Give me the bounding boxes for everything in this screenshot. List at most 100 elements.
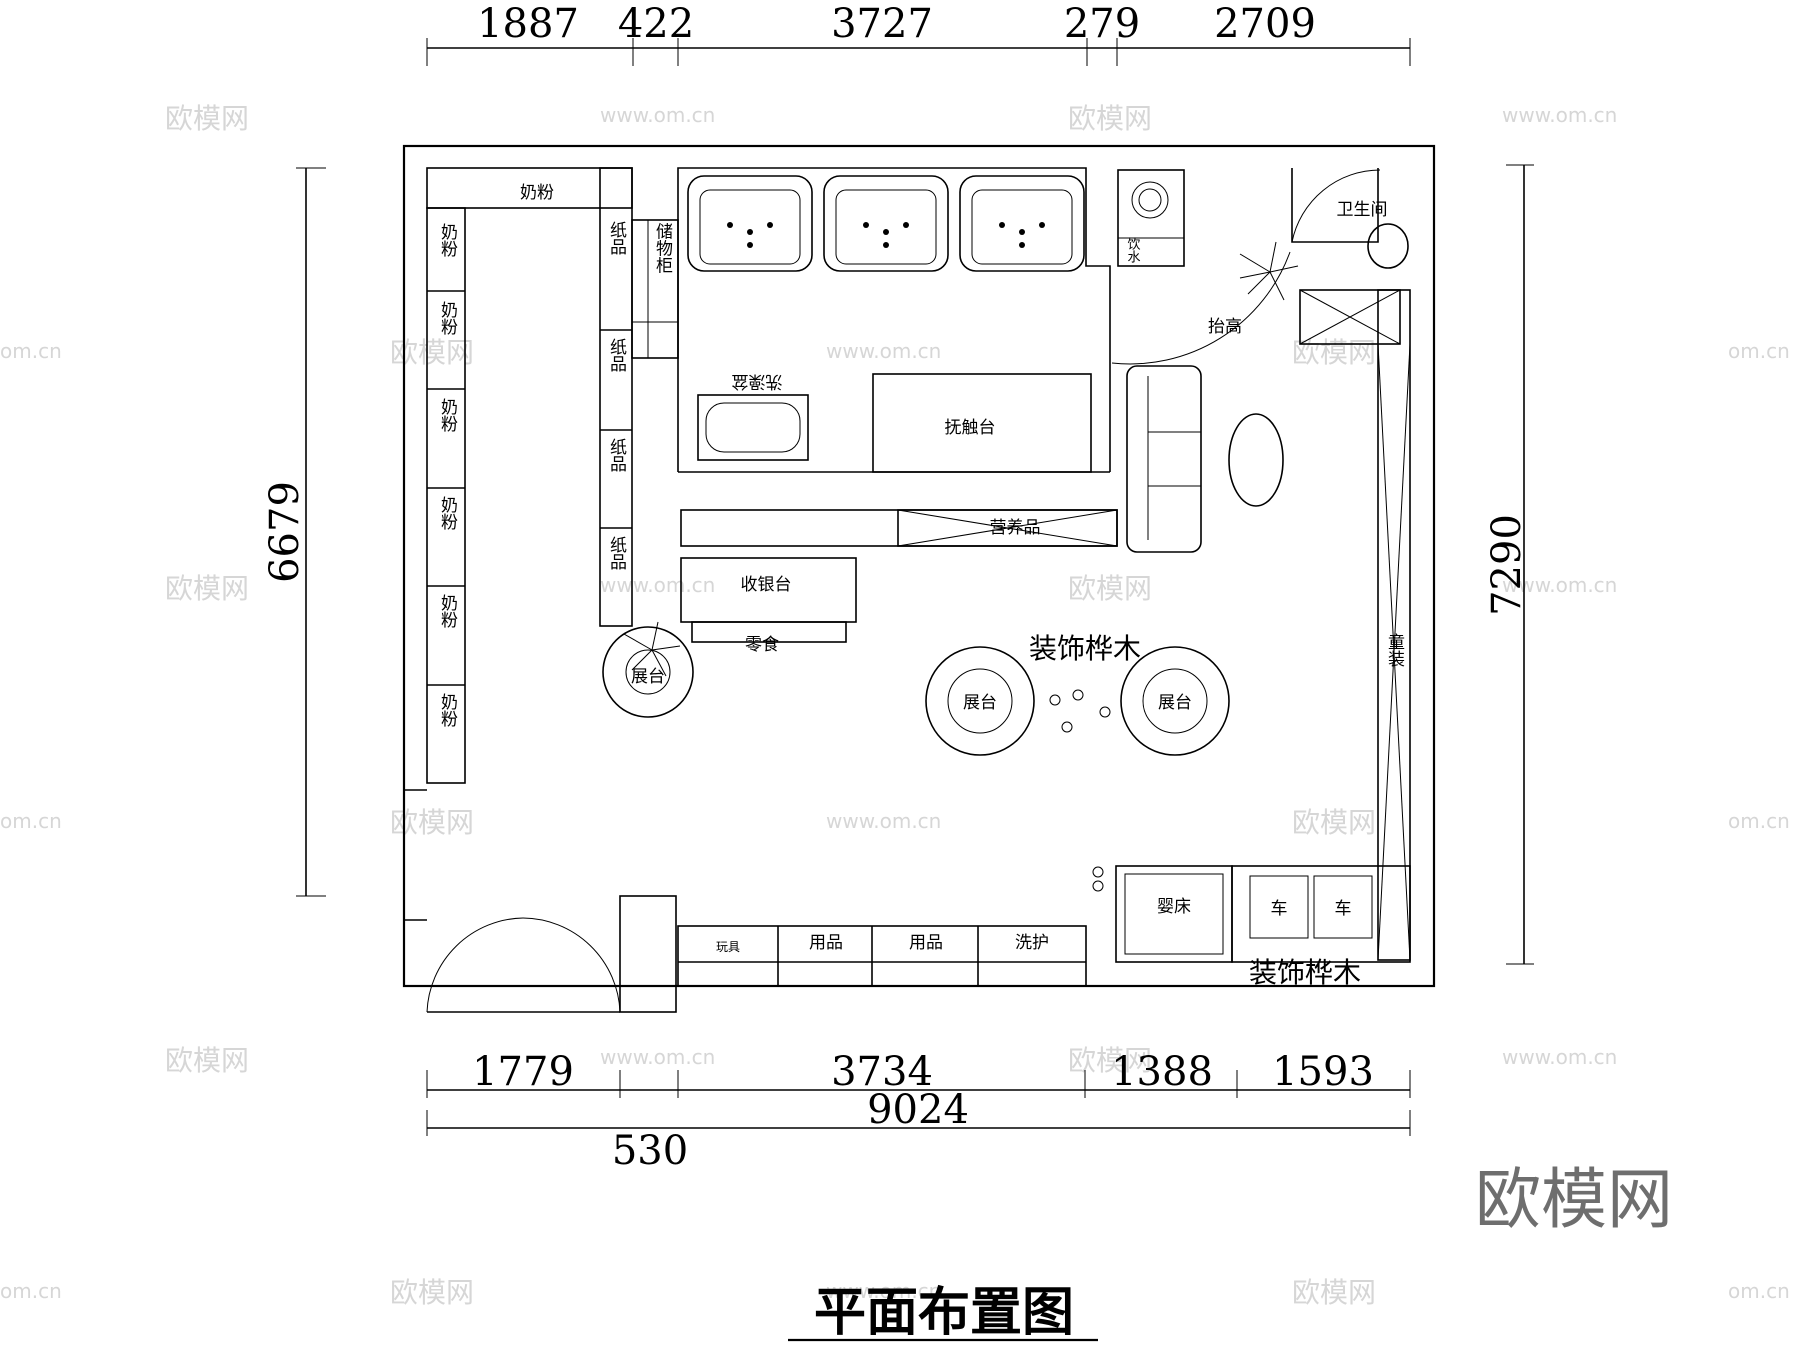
restroom: 卫生间 [1291,168,1409,269]
label-decor-birch: 装饰桦木 [1249,956,1361,989]
label-cart: 车 [1335,899,1352,919]
watermark-url: om.cn [0,809,62,833]
dim-bottom-1: 1779 [472,1049,574,1095]
label-cart: 车 [1271,899,1288,919]
label-water-dispenser: 饮水 [1125,237,1141,263]
outer-walls [402,144,1436,988]
watermark-brand: 欧模网 [390,336,474,369]
dim-left: 6679 [262,481,308,583]
dimension-top: 1887 422 3727 279 2709 [426,1,1411,66]
massage-table: 抚触台 [872,373,1092,473]
watermark-url: www.om.cn [826,809,941,833]
label-storage-cabinet: 储物柜 [652,222,673,273]
watermark-url: www.om.cn [600,103,715,127]
watermark-brand: 欧模网 [165,572,249,605]
page-title: 平面布置图 [814,1283,1074,1343]
label-cashier: 收银台 [741,575,792,595]
dim-top-5: 2709 [1214,1,1316,47]
watermark-url: www.om.cn [826,339,941,363]
display-tables: 展台 展台 展台 装饰桦木 [602,626,1230,756]
palm-plant-icon [623,241,1299,677]
cashier-desk: 收银台 零食 [680,557,857,655]
label-milk-powder: 奶粉 [437,693,458,727]
baby-swim-tubs [687,175,1085,272]
label-snacks: 零食 [745,635,779,655]
watermark-url: om.cn [1728,809,1790,833]
entrance-door [426,895,677,1013]
label-paper-goods: 纸品 [606,536,627,570]
milk-powder-shelves: 奶粉 奶粉 奶粉 奶粉 奶粉 奶粉 奶粉 [426,183,554,784]
label-milk-powder: 奶粉 [437,398,458,432]
dim-bottom-total: 9024 [867,1087,969,1133]
watermark-url: www.om.cn [826,1279,941,1303]
label-milk-powder-top: 奶粉 [520,183,554,203]
label-paper-goods: 纸品 [606,438,627,472]
bath-tub: 洗澡盆 [697,371,809,461]
label-bath-tub: 洗澡盆 [732,371,783,391]
label-kids-wear: 童装 [1384,633,1405,667]
crib-and-carts: 婴床 车 车 装饰桦木 [1092,865,1411,989]
label-raised: 抬高 [1208,317,1242,337]
dimension-left: 6679 [262,167,326,897]
label-nutrition: 营养品 [990,518,1041,538]
sofa [1126,365,1284,553]
storage-cabinet: 储物柜 [631,219,679,359]
dim-top-1: 1887 [477,1,579,47]
dimension-bottom: 1779 3734 1388 1593 9024 530 [426,1049,1411,1174]
watermark-brand: 欧模网 [1068,1044,1152,1077]
watermark-url: www.om.cn [600,1045,715,1069]
label-wash-care: 洗护 [1015,933,1049,953]
watermark-brand: 欧模网 [390,806,474,839]
paper-goods-shelves: 纸品 纸品 纸品 纸品 [599,167,633,627]
label-display: 展台 [1158,693,1192,713]
watermark-brand: 欧模网 [1292,336,1376,369]
watermark-url: om.cn [0,1279,62,1303]
label-milk-powder: 奶粉 [437,223,458,257]
dim-bottom-sub: 530 [612,1128,688,1174]
watermark-brand: 欧模网 [165,1044,249,1077]
water-dispenser: 饮水 [1117,169,1185,267]
label-display: 展台 [631,667,665,687]
dim-bottom-3: 1388 [1111,1049,1213,1095]
dim-top-2: 422 [618,1,694,47]
dim-top-3: 3727 [831,1,933,47]
label-crib: 婴床 [1157,897,1191,917]
watermark-url: www.om.cn [600,573,715,597]
watermark-url: www.om.cn [1502,1045,1617,1069]
watermark-url: om.cn [1728,1279,1790,1303]
label-milk-powder: 奶粉 [437,594,458,628]
label-milk-powder: 奶粉 [437,496,458,530]
label-milk-powder: 奶粉 [437,301,458,335]
watermark-url: om.cn [1728,339,1790,363]
watermark-url: om.cn [0,339,62,363]
dimension-right: 7290 [1484,164,1534,965]
label-restroom: 卫生间 [1337,200,1388,220]
watermark-brand: 欧模网 [165,102,249,135]
dim-right: 7290 [1484,514,1530,616]
watermark-brand: 欧模网 [390,1276,474,1309]
label-supplies: 用品 [809,933,843,953]
watermark-url: www.om.cn [1502,573,1617,597]
label-decor-birch: 装饰桦木 [1029,632,1141,665]
dim-top-4: 279 [1064,1,1140,47]
watermark-brand: 欧模网 [1292,1276,1376,1309]
dim-bottom-4: 1593 [1272,1049,1374,1095]
raised-area: 抬高 [1111,251,1291,365]
kids-wear-shelf: 童装 [1299,289,1411,961]
watermark-url: www.om.cn [1502,103,1617,127]
milk-powder-vertical-labels: 奶粉 奶粉 奶粉 奶粉 奶粉 奶粉 [437,223,458,727]
watermark-brand: 欧模网 [1068,102,1152,135]
plan-title: 平面布置图 [788,1283,1098,1343]
watermark-brand: 欧模网 [1068,572,1152,605]
label-paper-goods: 纸品 [606,221,627,255]
watermark-brand: 欧模网 [1292,806,1376,839]
brand-watermark: 欧模网 [1475,1161,1673,1238]
label-toys: 玩具 [716,940,740,954]
label-paper-goods: 纸品 [606,338,627,372]
watermark-layer: 欧模网 www.om.cn 欧模网 www.om.cn om.cn 欧模网 ww… [0,102,1790,1309]
label-massage-table: 抚触台 [945,418,996,438]
bottom-shelves: 玩具 用品 用品 洗护 [677,925,1087,987]
label-supplies: 用品 [909,933,943,953]
dim-bottom-2: 3734 [831,1049,933,1095]
